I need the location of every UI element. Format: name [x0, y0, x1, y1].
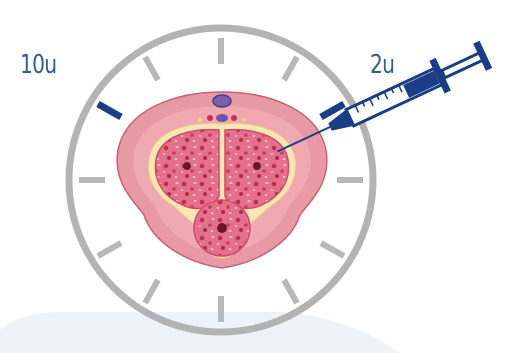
central-artery-right [253, 162, 261, 170]
dose-label-left: 10u [20, 52, 56, 78]
syringe-plunger [442, 53, 483, 78]
central-artery-left [183, 162, 191, 170]
dorsal-vein [213, 95, 231, 107]
tick-8 [98, 243, 121, 256]
tick-5 [284, 280, 297, 303]
tick-4 [321, 243, 344, 256]
urethra [217, 223, 227, 233]
cross-section-icon [117, 92, 327, 268]
nerve-right [242, 118, 246, 122]
nerve-left [198, 118, 202, 122]
dose-label-right: 2u [370, 52, 394, 78]
tick-10-marker [98, 104, 121, 117]
tick-1 [284, 57, 297, 80]
tick-7 [145, 280, 158, 303]
dorsal-artery-right [231, 115, 237, 121]
deep-dorsal-vein [216, 114, 228, 122]
tick-11 [145, 57, 158, 80]
dorsal-artery-left [207, 115, 213, 121]
